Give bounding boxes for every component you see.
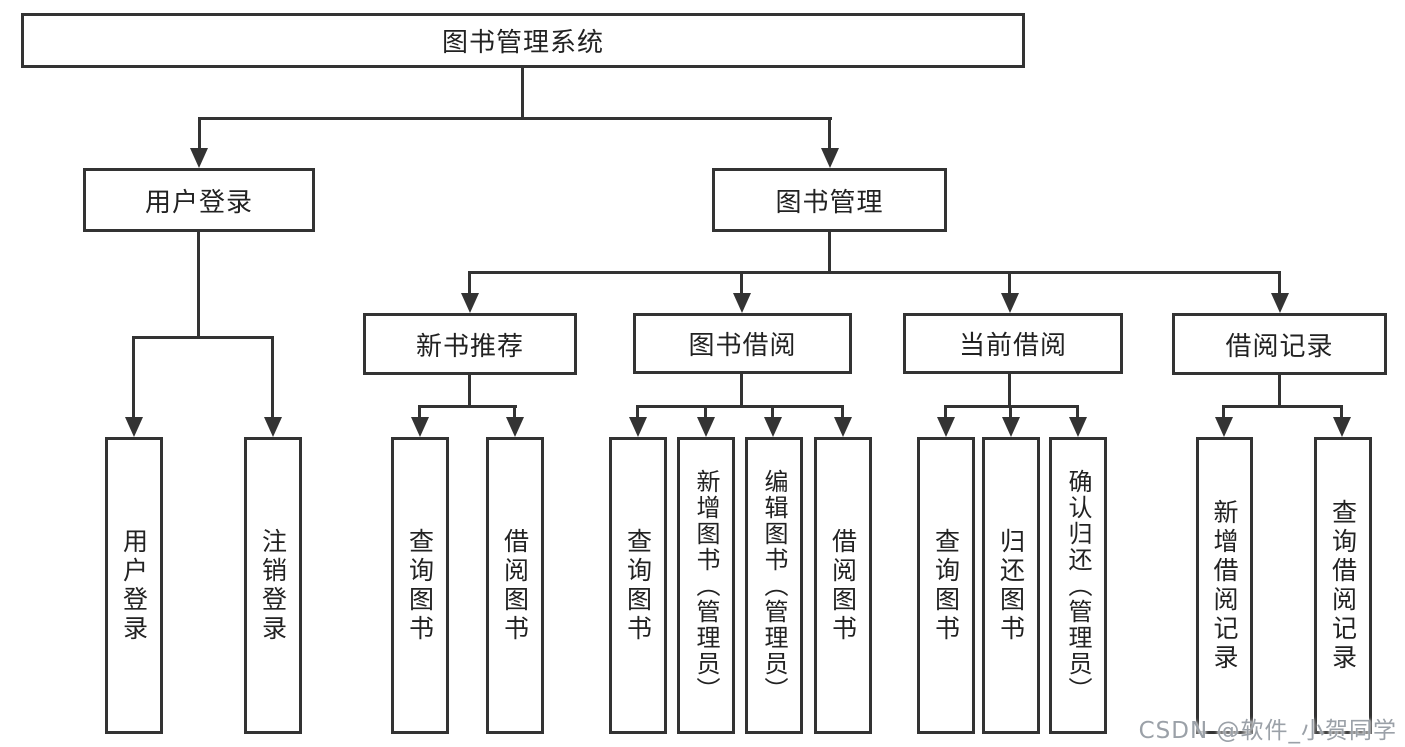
connector-root-split <box>198 117 832 120</box>
arrowhead-rec-query <box>411 417 429 437</box>
connector-drop-br-query <box>1340 405 1343 420</box>
csdn-watermark: CSDN @软件_小贺同学 <box>1138 718 1397 744</box>
connector-drop-new-recommend <box>468 271 471 296</box>
connector-records-trunk <box>1278 375 1281 408</box>
connector-drop-cb-query <box>944 405 947 420</box>
node-user-login: 用户登录 <box>83 168 315 232</box>
node-book-borrow: 图书借阅 <box>633 313 852 374</box>
arrowhead-current-borrow <box>1001 293 1019 313</box>
arrowhead-user-login <box>190 148 208 168</box>
leaf-user-login: 用户登录 <box>105 437 163 734</box>
connector-recommend-split <box>418 405 517 408</box>
arrowhead-cb-return <box>1002 417 1020 437</box>
node-new-book-recommend: 新书推荐 <box>363 313 577 375</box>
connector-drop-user-login <box>198 117 201 151</box>
connector-recommend-trunk <box>468 375 471 408</box>
connector-records-split <box>1222 405 1343 408</box>
node-book-management: 图书管理 <box>712 168 947 232</box>
connector-drop-bb-query <box>636 405 639 420</box>
leaf-cb-query-books: 查询图书 <box>917 437 975 734</box>
leaf-bb-query-books: 查询图书 <box>609 437 667 734</box>
connector-current-trunk <box>1008 374 1011 408</box>
arrowhead-leaf-logout <box>264 417 282 437</box>
connector-book-management-split <box>468 271 1281 274</box>
node-borrow-records: 借阅记录 <box>1172 313 1387 375</box>
connector-drop-leaf-logout <box>271 336 274 420</box>
connector-drop-borrow-records <box>1278 271 1281 296</box>
connector-drop-book-management <box>828 117 831 151</box>
arrowhead-book-management <box>821 148 839 168</box>
leaf-bb-add-books: 新增图书（管理员） <box>677 437 735 734</box>
leaf-bb-edit-books: 编辑图书（管理员） <box>745 437 803 734</box>
connector-drop-rec-borrow <box>513 405 516 420</box>
connector-drop-cb-confirm <box>1076 405 1079 420</box>
arrowhead-bb-query <box>629 417 647 437</box>
arrowhead-br-add <box>1215 417 1233 437</box>
connector-root-trunk <box>521 68 524 118</box>
connector-drop-book-borrow <box>740 271 743 296</box>
arrowhead-bb-add <box>697 417 715 437</box>
arrowhead-bb-borrow <box>834 417 852 437</box>
leaf-br-add-record: 新增借阅记录 <box>1196 437 1253 734</box>
arrowhead-cb-query <box>937 417 955 437</box>
connector-drop-current-borrow <box>1008 271 1011 296</box>
connector-user-login-trunk <box>197 232 200 338</box>
leaf-bb-borrow-books: 借阅图书 <box>814 437 872 734</box>
connector-drop-cb-return <box>1009 405 1012 420</box>
arrowhead-new-recommend <box>461 293 479 313</box>
leaf-cb-confirm-return: 确认归还（管理员） <box>1049 437 1107 734</box>
connector-drop-rec-query <box>418 405 421 420</box>
leaf-cb-return-books: 归还图书 <box>982 437 1040 734</box>
leaf-rec-borrow-books: 借阅图书 <box>486 437 544 734</box>
connector-drop-br-add <box>1222 405 1225 420</box>
leaf-logout: 注销登录 <box>244 437 302 734</box>
connector-drop-bb-borrow <box>841 405 844 420</box>
connector-borrow-split <box>636 405 844 408</box>
connector-drop-leaf-login <box>132 336 135 420</box>
connector-borrow-trunk <box>740 374 743 408</box>
arrowhead-cb-confirm <box>1069 417 1087 437</box>
leaf-br-query-record: 查询借阅记录 <box>1314 437 1372 734</box>
arrowhead-rec-borrow <box>506 417 524 437</box>
arrowhead-borrow-records <box>1271 293 1289 313</box>
connector-drop-bb-edit <box>771 405 774 420</box>
arrowhead-br-query <box>1333 417 1351 437</box>
node-current-borrow: 当前借阅 <box>903 313 1123 374</box>
arrowhead-book-borrow <box>733 293 751 313</box>
leaf-rec-query-books: 查询图书 <box>391 437 449 734</box>
connector-user-login-split <box>132 336 274 339</box>
connector-drop-bb-add <box>704 405 707 420</box>
arrowhead-bb-edit <box>764 417 782 437</box>
node-root: 图书管理系统 <box>21 13 1025 68</box>
connector-book-management-trunk <box>828 232 831 273</box>
arrowhead-leaf-login <box>125 417 143 437</box>
